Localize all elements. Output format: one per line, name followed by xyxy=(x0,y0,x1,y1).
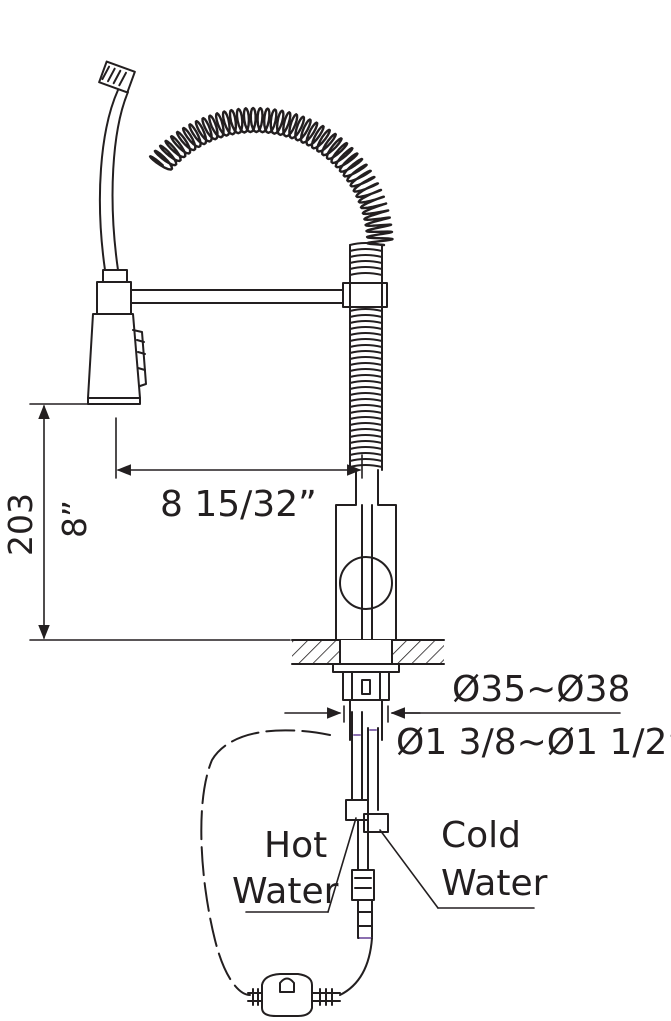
spray-hose xyxy=(98,89,119,271)
spring-column xyxy=(349,242,383,471)
countertop xyxy=(291,639,445,665)
pulldown-hose-return xyxy=(339,937,373,996)
cold-water-label-line2: Water xyxy=(441,863,548,904)
hot-water-label-line1: Hot xyxy=(264,825,328,866)
spray-hose-inner xyxy=(111,91,129,271)
height-imperial-label: 8” xyxy=(55,499,94,538)
pulldown-hose-loop xyxy=(200,729,331,996)
spray-head xyxy=(87,269,147,405)
hole-mm-label: Ø35~Ø38 xyxy=(452,669,631,710)
height-mm-label: 203 xyxy=(1,493,40,556)
callout-leaders xyxy=(245,817,535,913)
hole-imperial-label: Ø1 3/8~Ø1 1/2” xyxy=(396,722,671,763)
reach-dimension xyxy=(115,417,363,479)
reach-label: 8 15/32” xyxy=(160,484,317,525)
hose-end-fitting xyxy=(98,60,136,94)
spring-column-coils xyxy=(349,242,383,468)
coil-spring xyxy=(148,106,394,247)
faucet-body xyxy=(335,469,397,649)
cold-water-label-line1: Cold xyxy=(441,815,522,856)
hot-water-label-line2: Water xyxy=(232,871,339,912)
support-arm xyxy=(130,282,388,308)
height-dimension xyxy=(29,403,291,641)
hole-dimension xyxy=(284,705,621,723)
supply-hoses xyxy=(345,711,389,939)
hose-weight xyxy=(247,973,341,1017)
mounting-hardware xyxy=(332,663,400,741)
